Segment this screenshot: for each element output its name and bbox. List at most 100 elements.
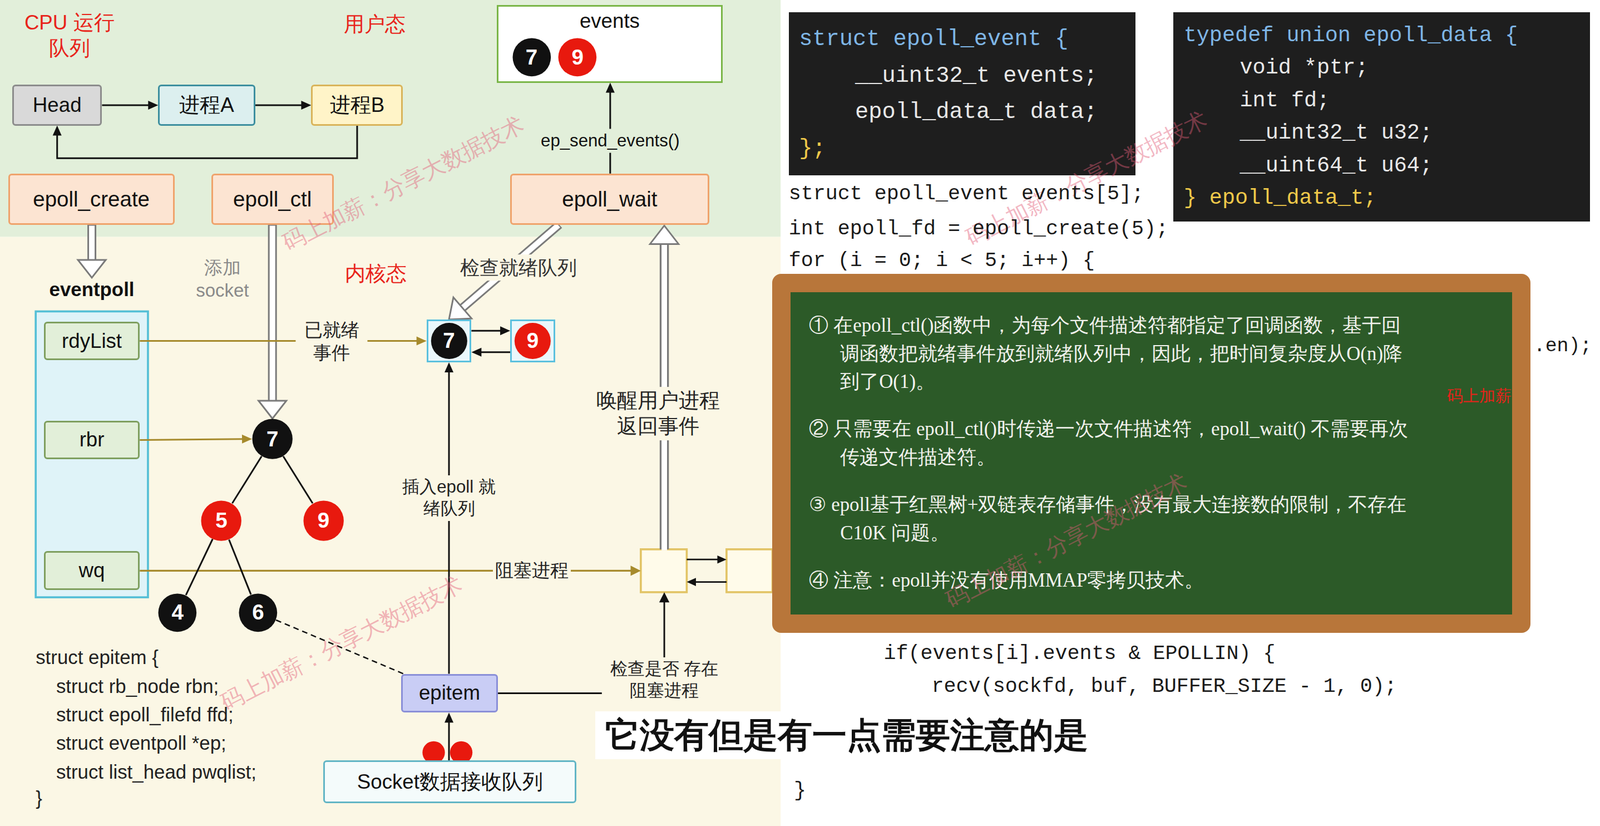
arrow-head	[500, 326, 511, 335]
connector-label: 阻塞进程	[492, 557, 571, 584]
hollow-arrow	[258, 224, 287, 419]
field-box: rdyList	[43, 321, 140, 361]
eventpoll-box: eventpollrdyListrbrwq	[35, 277, 148, 597]
arrow-head	[444, 712, 454, 723]
arrow-shaft	[471, 329, 502, 332]
event-circle: 9	[557, 37, 597, 77]
circle-fill	[239, 593, 278, 632]
arrow-shaft	[460, 225, 558, 310]
arrow-shaft	[448, 371, 451, 674]
user-space-band: 用户态 Head 进程A 进程B events 79 epoll_create epoll_c…	[0, 0, 781, 237]
struct-code-line: struct list_head pwqlist;	[56, 759, 257, 784]
circle-fill	[303, 500, 344, 541]
rb-tree-node: 9	[303, 500, 344, 541]
event-circle: 7	[512, 37, 552, 77]
connector	[444, 712, 454, 760]
node-label: Socket数据接收队列	[357, 769, 543, 794]
arrow-shaft	[275, 619, 404, 674]
syscall-box: epoll_create	[8, 173, 175, 225]
node-label: epitem	[418, 680, 481, 705]
code-line: __uint32_t u32;	[1240, 119, 1434, 147]
struct-code-line: struct epoll_filefd ffd;	[56, 702, 234, 727]
struct-code-line: struct eventpoll *ep;	[56, 730, 227, 755]
node-label: 6	[252, 599, 264, 625]
circle-fill	[514, 322, 551, 359]
arrow-head	[258, 400, 287, 419]
process-box: 进程B	[310, 84, 403, 126]
arrow-head	[77, 259, 106, 278]
note-item: ① 在epoll_ctl()函数中，为每个文件描述符都指定了回调函数，基于回调函…	[808, 311, 1419, 397]
code-line: }	[793, 777, 807, 804]
connector-label: 检查就绪队列	[457, 254, 580, 281]
connector	[139, 434, 253, 444]
field-box: wq	[43, 550, 140, 590]
node-label: 7	[525, 44, 538, 71]
code-line: recv(sockfd, buf, BUFFER_SIZE - 1, 0);	[931, 673, 1397, 700]
node-label: 7	[266, 426, 279, 452]
node-label: 7	[442, 327, 455, 354]
subtitle-caption: 它没有但是有一点需要注意的是	[595, 710, 1099, 759]
rb-tree-node: 4	[157, 593, 197, 632]
node-label: epoll_create	[32, 186, 150, 212]
wait-queue-box	[726, 549, 773, 592]
node-label: 进程A	[179, 92, 234, 118]
circle-fill	[201, 500, 242, 541]
note-item: ② 只需要在 epoll_ctl()时传递一次文件描述符，epoll_wait(…	[808, 415, 1419, 472]
ready-list-item: 7	[426, 319, 472, 363]
region-title: 用户态	[343, 12, 406, 37]
connector	[139, 336, 427, 346]
arrow-shaft	[283, 456, 313, 504]
code-line: struct epoll_event {	[798, 25, 1069, 53]
arrow-shaft	[255, 104, 303, 106]
struct-title: eventpoll	[35, 277, 148, 301]
circle-fill	[158, 593, 197, 632]
node-label: 9	[526, 327, 539, 354]
arrow-shaft	[185, 539, 213, 596]
arrow-shaft	[480, 351, 511, 353]
connector	[605, 82, 615, 174]
arrow-shaft	[609, 91, 611, 174]
kernel-space-band	[0, 236, 781, 826]
arrow-shaft	[231, 456, 262, 504]
arrow-shaft	[57, 125, 358, 159]
wait-queue-box	[640, 549, 688, 592]
wakeup-arrow	[661, 238, 668, 550]
rb-tree-node: 6	[238, 593, 278, 632]
code-line: epoll_data_t data;	[855, 97, 1098, 126]
arrow-shaft	[101, 104, 150, 106]
arrow-head	[717, 555, 727, 564]
circle-fill	[252, 418, 293, 459]
connector	[255, 100, 312, 110]
region-title: 内核态	[344, 261, 407, 286]
syscall-box: epoll_wait	[510, 173, 710, 225]
hollow-arrow	[448, 224, 560, 320]
connector-label: 插入epoll 就绪队列	[400, 475, 499, 521]
code-line: __uint32_t events;	[855, 61, 1098, 90]
wait-queue-link	[694, 580, 727, 583]
code-line: } epoll_data_t;	[1183, 184, 1377, 212]
block-line	[139, 569, 633, 572]
arrow-head	[448, 297, 472, 320]
circle-fill	[512, 37, 551, 77]
connector	[101, 100, 158, 110]
struct-code-line: }	[35, 785, 43, 811]
eventpoll-frame	[35, 310, 148, 597]
ready-list-item: 9	[510, 319, 556, 363]
hollow-arrow	[77, 224, 106, 278]
node-label: events	[579, 8, 640, 34]
connector	[471, 347, 511, 357]
connector-label: 已就绪 事件	[295, 316, 368, 365]
rb-tree-node: 5	[200, 500, 242, 541]
user-space-band	[0, 0, 781, 237]
code-line: void *ptr;	[1240, 54, 1369, 82]
node-label: Head	[32, 92, 82, 118]
note-item: ④ 注意：epoll并没有使用MMAP零拷贝技术。	[808, 566, 1419, 595]
connector	[52, 125, 358, 159]
connector	[185, 539, 213, 596]
syscall-box: epoll_ctl	[211, 173, 334, 225]
connector-label: 添加 socket	[185, 254, 260, 303]
node-label: 5	[215, 507, 227, 533]
node-label: epoll_ctl	[233, 186, 312, 212]
arrow-shaft	[89, 225, 95, 263]
arrow-shaft	[139, 438, 244, 441]
